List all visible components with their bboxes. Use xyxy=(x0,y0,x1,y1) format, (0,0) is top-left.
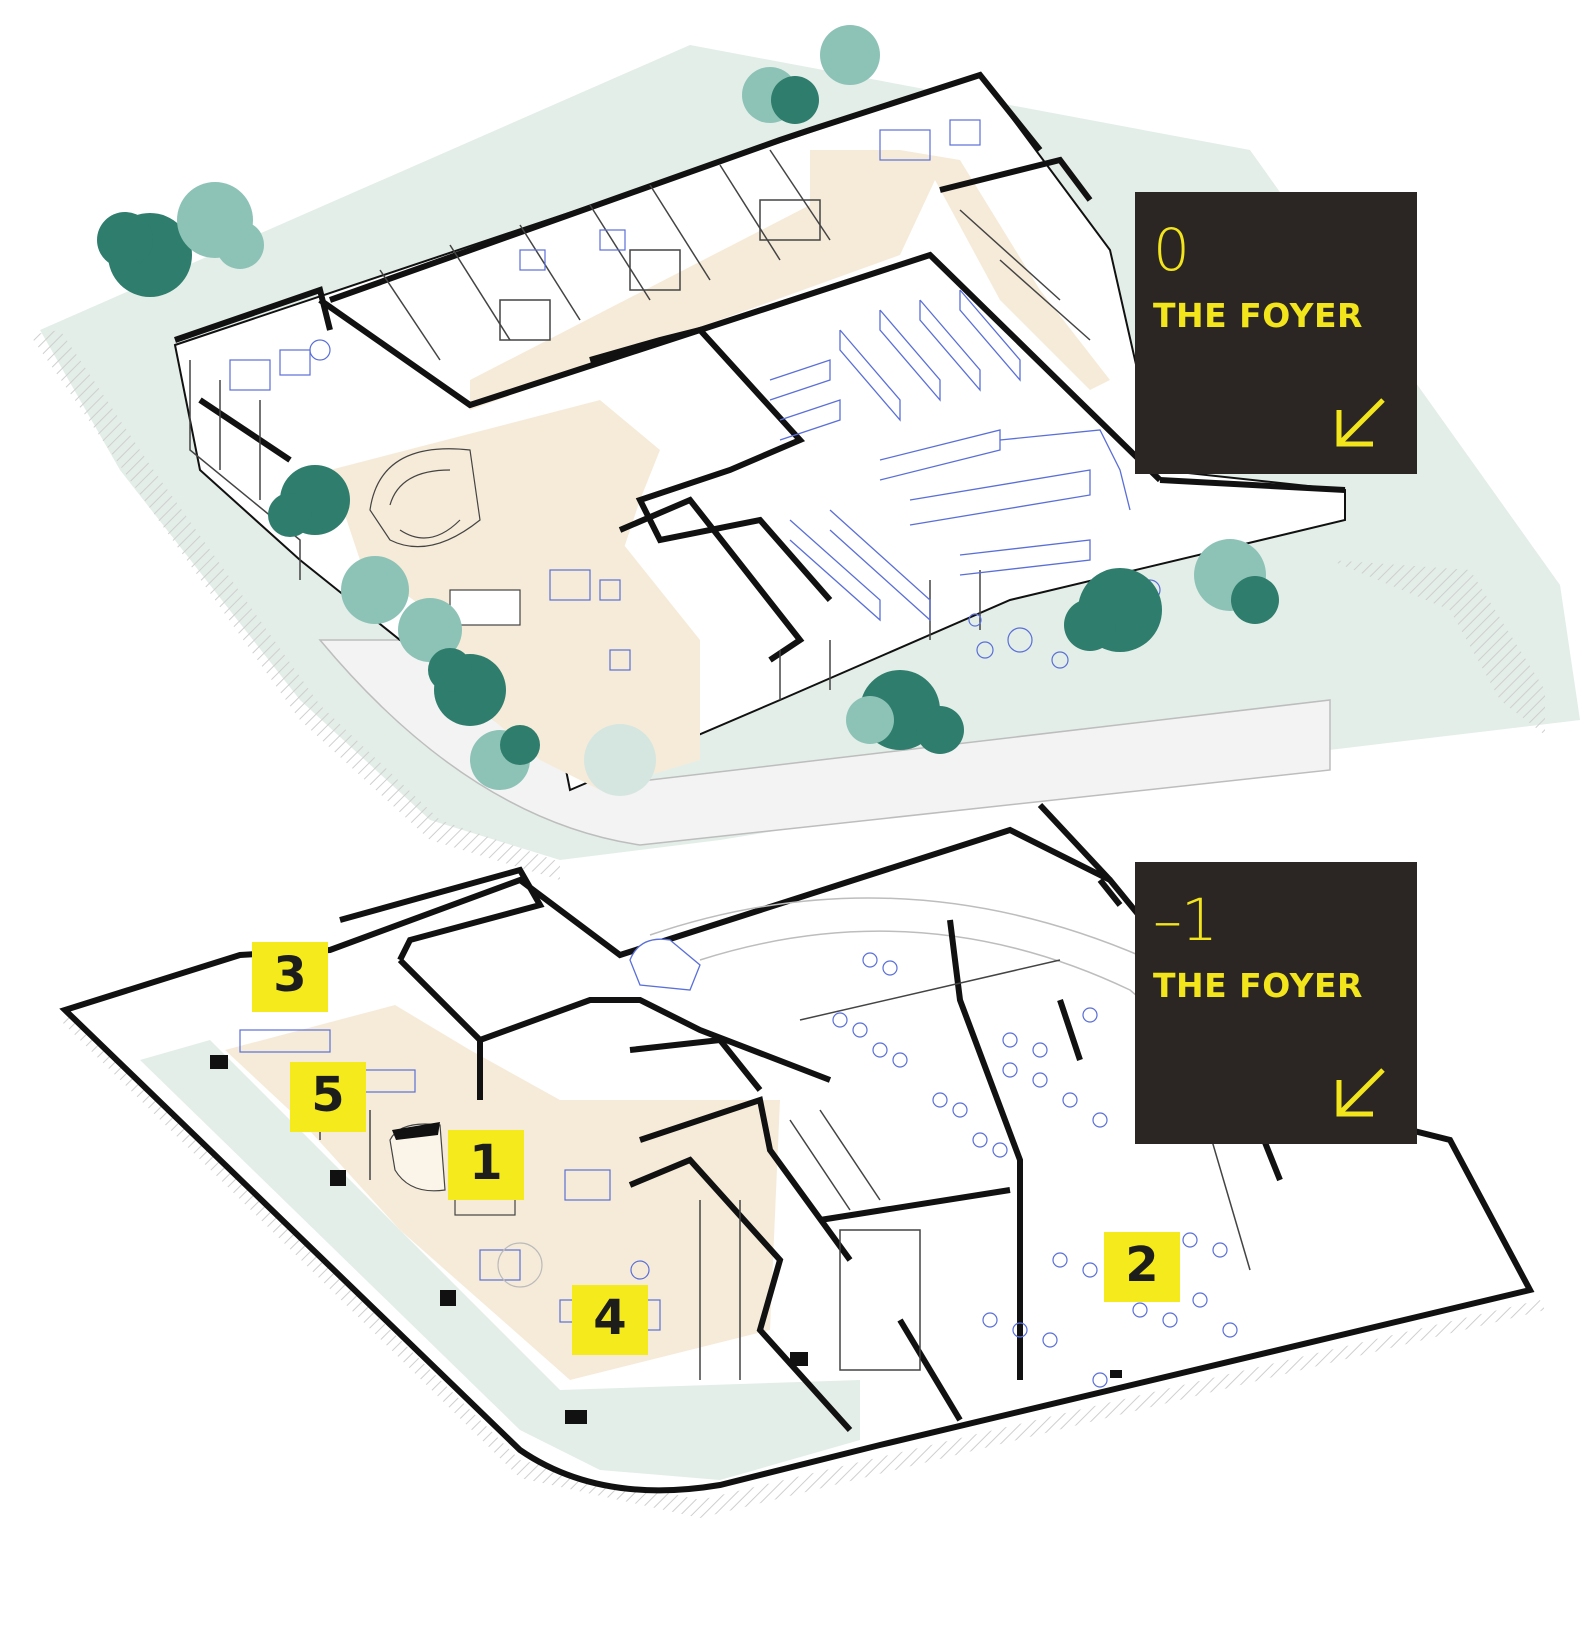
plinth-hatch-level-minus-1 xyxy=(60,1008,1545,1518)
walls-level-minus-1 xyxy=(339,802,1283,1433)
corridor-level-0 xyxy=(470,150,1110,410)
plinth-hatch-left xyxy=(30,330,560,880)
parking-ramp-inner xyxy=(699,930,1261,1101)
level-0-panel: 0 THE FOYER xyxy=(1135,192,1417,474)
area-label-4: 4 xyxy=(572,1285,648,1355)
column-markers xyxy=(210,1055,1122,1424)
parking-ramp xyxy=(649,897,1301,1081)
level-number: –1 xyxy=(1153,886,1218,954)
trees-level-0 xyxy=(97,25,1279,796)
panel-title: THE FOYER xyxy=(1153,296,1363,335)
arrow-down-left-icon xyxy=(1336,398,1385,447)
level-minus-1-panel: –1 THE FOYER xyxy=(1135,862,1417,1144)
stair-black-tread xyxy=(392,1122,440,1140)
area-label-1: 1 xyxy=(448,1130,524,1200)
interior-walls-level-0 xyxy=(189,149,1091,700)
plinth-hatch-right xyxy=(1330,560,1545,735)
panel-title: THE FOYER xyxy=(1153,966,1363,1005)
level-number: 0 xyxy=(1153,216,1190,284)
area-label-3: 3 xyxy=(252,942,328,1012)
landscape-strip-level-minus-1 xyxy=(140,1040,860,1480)
arrow-down-left-icon xyxy=(1336,1068,1385,1117)
car-icon xyxy=(629,938,701,991)
walls-level-0 xyxy=(174,71,1346,663)
spiral-stair-level-0 xyxy=(369,448,481,548)
level-minus-1-plan xyxy=(59,802,1545,1518)
library-shelves xyxy=(769,289,1131,622)
area-label-2: 2 xyxy=(1104,1232,1180,1302)
furniture-level-0 xyxy=(229,119,1161,671)
bicycle-racks xyxy=(832,952,1238,1388)
ping-pong-table-level-0 xyxy=(449,589,521,626)
area-label-5: 5 xyxy=(290,1062,366,1132)
